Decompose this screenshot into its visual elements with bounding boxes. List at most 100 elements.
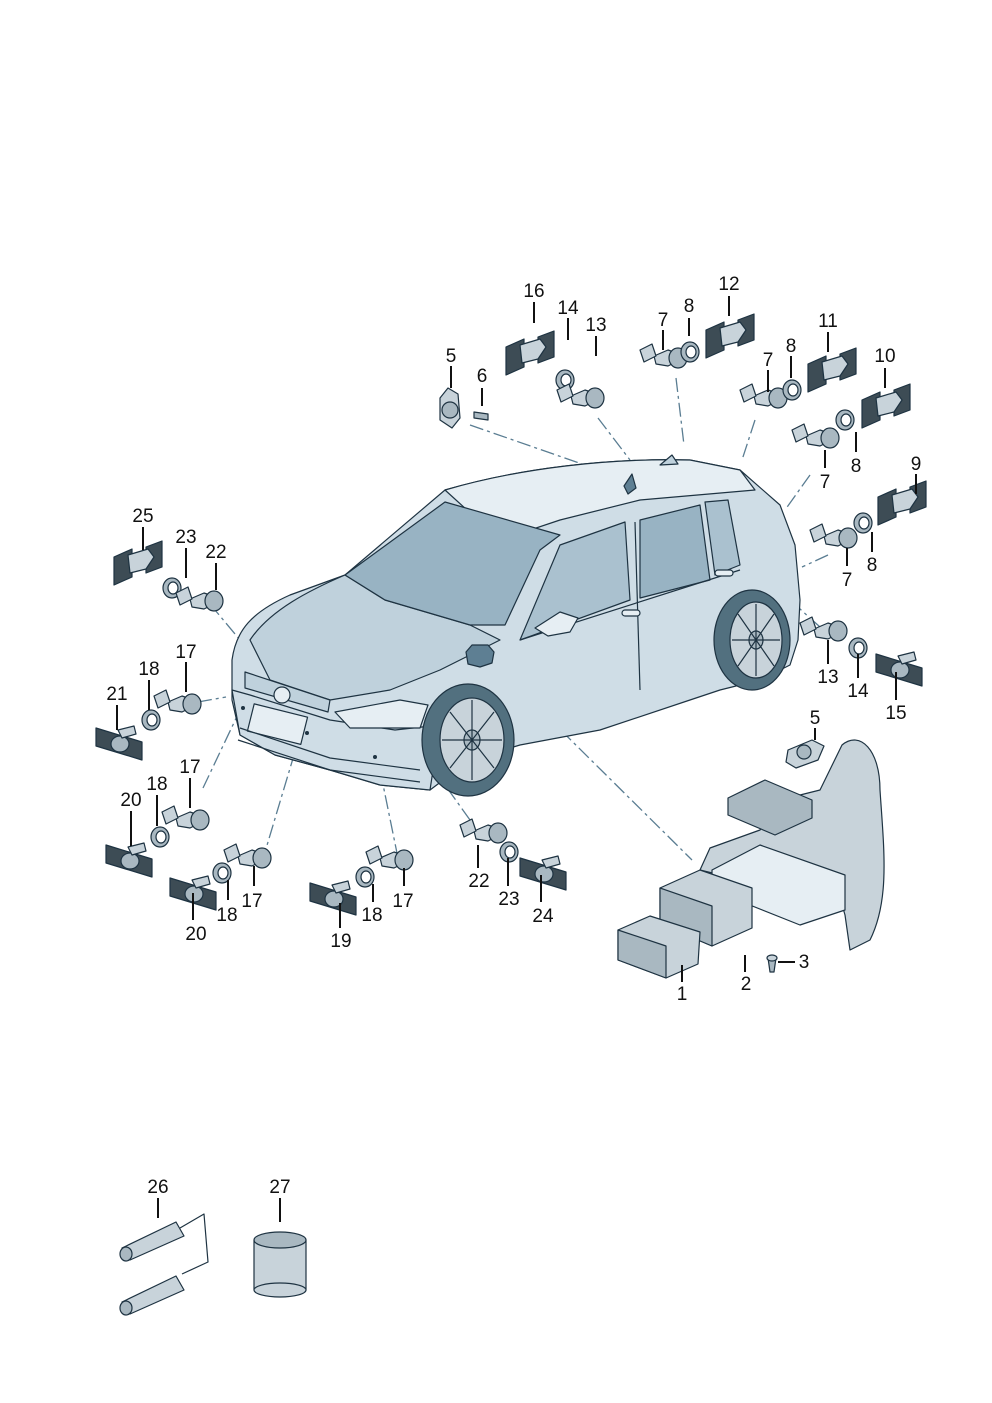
- windshield: [344, 501, 561, 626]
- callout-number-22: 22: [205, 542, 226, 563]
- parking-sensor-22: [459, 818, 508, 844]
- callout-number-8: 8: [851, 456, 862, 477]
- headlight: [334, 699, 429, 729]
- accessories: [119, 1213, 307, 1316]
- ring-sleeve-27: [253, 1231, 307, 1298]
- callout-number-8: 8: [867, 555, 878, 576]
- sensor-bracket-15: [875, 651, 923, 687]
- callout-number-10: 10: [874, 346, 895, 367]
- rear-sensor-parts-top: [439, 313, 927, 687]
- callout-number-9: 9: [911, 454, 922, 475]
- callout-number-12: 12: [718, 274, 739, 295]
- door-seam: [634, 521, 641, 691]
- control-unit-assembly: [617, 739, 885, 979]
- side-mirror: [534, 611, 579, 637]
- vw-logo: [273, 686, 291, 704]
- callout-number-18: 18: [138, 659, 159, 680]
- callout-leaders: [116, 296, 917, 1222]
- callout-number-8: 8: [786, 336, 797, 357]
- callout-number-7: 7: [842, 570, 853, 591]
- roof-buzzer: [623, 473, 637, 495]
- sealing-ring-18: [150, 826, 170, 848]
- sensor-bracket-12: [705, 313, 755, 359]
- sensor-bracket-25: [113, 540, 163, 586]
- parking-sensor-22: [175, 586, 224, 612]
- sensor-bracket-19: [309, 880, 357, 916]
- parking-sensor-13: [556, 383, 605, 409]
- car-roof: [444, 459, 756, 541]
- sealing-ring-18: [141, 709, 161, 731]
- callout-number-23: 23: [175, 527, 196, 548]
- callout-number-23: 23: [498, 889, 519, 910]
- callout-number-21: 21: [106, 684, 127, 705]
- buzzer-5-lower: [785, 739, 825, 769]
- quarter-window: [704, 499, 741, 576]
- car-illustration: [231, 454, 801, 797]
- callout-number-14: 14: [557, 298, 579, 319]
- sensor-hole: [241, 706, 245, 710]
- control-unit-1: [617, 915, 701, 979]
- sealing-ring-8: [680, 341, 700, 363]
- sealing-ring-8: [835, 409, 855, 431]
- callout-number-13: 13: [817, 667, 838, 688]
- callout-number-27: 27: [269, 1177, 290, 1198]
- sensor-bracket-24: [519, 855, 567, 891]
- sensor-bracket-10: [861, 383, 911, 429]
- callout-number-24: 24: [532, 906, 554, 927]
- callout-number-7: 7: [763, 350, 774, 371]
- callout-number-3: 3: [799, 952, 810, 973]
- callout-number-14: 14: [847, 681, 869, 702]
- parking-sensor-7: [739, 383, 788, 409]
- callout-number-11: 11: [818, 311, 838, 332]
- callout-number-20: 20: [185, 924, 206, 945]
- car-hood: [249, 574, 501, 701]
- sensor-hole: [373, 755, 377, 759]
- callout-number-2: 2: [741, 974, 752, 995]
- repair-tool-26: [119, 1213, 209, 1316]
- callout-number-7: 7: [820, 472, 831, 493]
- sealing-ring-8: [782, 379, 802, 401]
- callout-number-22: 22: [468, 871, 489, 892]
- front-side-window: [519, 521, 631, 641]
- callout-number-17: 17: [241, 891, 262, 912]
- callout-number-8: 8: [684, 296, 695, 317]
- buzzer-5: [439, 387, 461, 429]
- screw-3: [766, 954, 778, 973]
- sealing-ring-18: [355, 866, 375, 888]
- bracket-crate: [727, 779, 813, 836]
- callout-number-25: 25: [132, 506, 153, 527]
- callout-number-7: 7: [658, 310, 669, 331]
- sensor-hole: [305, 731, 309, 735]
- door-handle-front: [621, 609, 641, 617]
- callout-number-5: 5: [446, 346, 457, 367]
- callout-number-5: 5: [810, 708, 821, 729]
- rear-wheel: [713, 589, 791, 691]
- sensor-bracket-11: [807, 347, 857, 393]
- parking-sensor-17: [161, 805, 210, 831]
- callout-number-17: 17: [179, 757, 200, 778]
- callout-number-16: 16: [523, 281, 544, 302]
- door-handle-rear: [714, 569, 734, 577]
- callout-number-13: 13: [585, 315, 606, 336]
- callout-number-26: 26: [147, 1177, 168, 1198]
- callout-number-17: 17: [392, 891, 413, 912]
- callout-number-18: 18: [361, 905, 382, 926]
- callout-number-18: 18: [216, 905, 237, 926]
- callout-number-1: 1: [677, 984, 688, 1005]
- front-wheel: [421, 683, 515, 797]
- sealing-ring-8: [853, 512, 873, 534]
- highlighted-module: [465, 644, 495, 668]
- callout-number-19: 19: [330, 931, 351, 952]
- callout-number-18: 18: [146, 774, 167, 795]
- callout-number-15: 15: [885, 703, 906, 724]
- roof-antenna: [659, 454, 679, 466]
- parking-sensor-7: [809, 523, 858, 549]
- sensor-bracket-16: [505, 330, 555, 376]
- license-plate: [246, 703, 309, 745]
- sensor-bracket-21: [95, 725, 143, 761]
- callout-number-6: 6: [477, 366, 488, 387]
- lower-grille-line: [239, 727, 421, 771]
- parking-sensor-17: [153, 689, 202, 715]
- callout-number-20: 20: [120, 790, 141, 811]
